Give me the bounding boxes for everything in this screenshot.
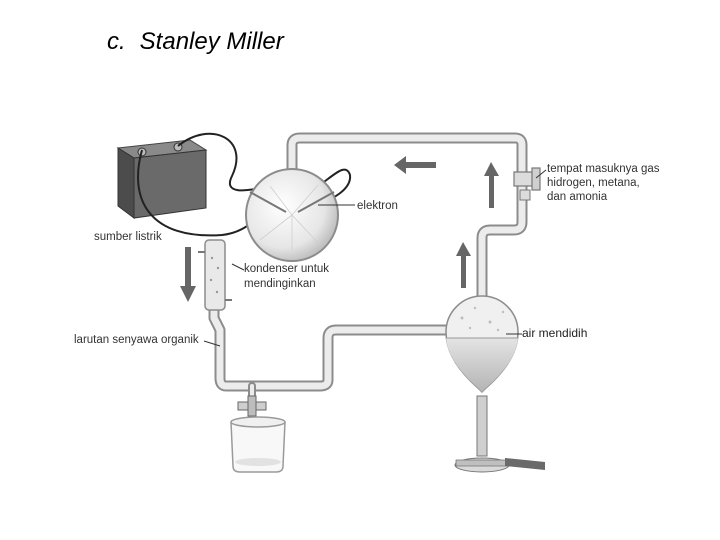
power-source [116,139,208,219]
label-boiling-water: air mendidih [522,326,587,340]
label-organic-solution: larutan senyawa organik [74,334,199,346]
slide-title: c. Stanley Miller [107,28,284,56]
label-electrodes: elektron [357,200,398,212]
collection-beaker [230,416,286,473]
label-gas-inlet-3: dan amonia [547,191,608,203]
title-letter: c. [107,28,126,55]
arrow-left-icon [394,156,436,174]
boiling-flask [445,295,519,394]
burner [454,395,545,473]
label-condenser-2: mendinginkan [244,278,316,290]
flow-arrows [180,156,499,302]
arrow-up-icon [484,162,499,208]
arrow-up-icon [456,242,471,288]
label-power-source: sumber listrik [94,231,162,243]
label-gas-inlet-2: hidrogen, metana, [547,177,640,189]
label-gas-inlet-1: tempat masuknya gas [547,163,660,175]
drain-stopcock [237,395,267,417]
condenser [198,239,232,311]
gas-inlet-valve [513,167,541,201]
leader-lines [203,169,547,347]
label-condenser-1: kondenser untuk [244,263,329,275]
arrow-down-icon [180,247,196,302]
title-text: Stanley Miller [139,28,284,55]
spark-chamber [245,168,339,262]
